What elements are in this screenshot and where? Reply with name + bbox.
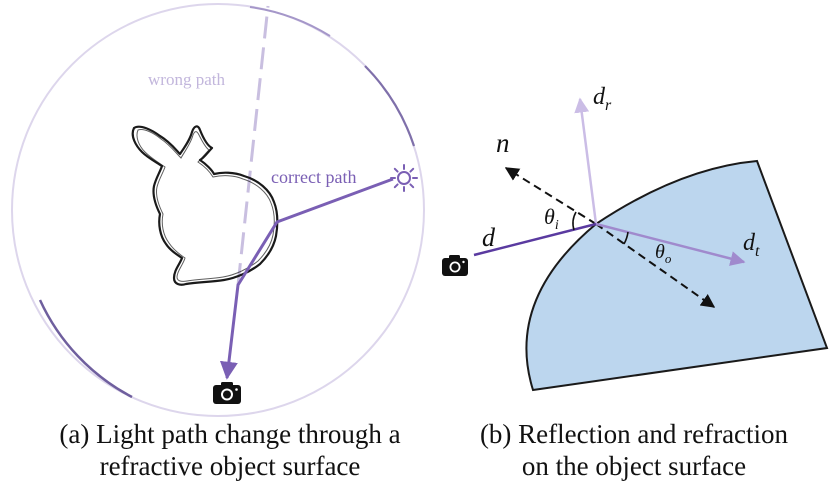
bunny-outline-icon bbox=[131, 125, 279, 286]
correct-path-line bbox=[219, 177, 394, 380]
environment-circle bbox=[11, 3, 425, 417]
environment-circle-dark-arc-left bbox=[38, 299, 133, 399]
incident-ray bbox=[473, 222, 597, 257]
theta-o-arc bbox=[623, 231, 629, 245]
panel-a: wrong path correct path bbox=[11, 3, 425, 417]
wrong-path-label: wrong path bbox=[148, 70, 225, 89]
refracted-label-base: d bbox=[743, 230, 756, 256]
normal-label: n bbox=[496, 128, 510, 158]
refractive-object bbox=[525, 159, 829, 392]
caption-b-line2: on the object surface bbox=[521, 451, 747, 481]
bunny-outline-inner bbox=[136, 129, 275, 282]
theta-o-sub: o bbox=[665, 251, 672, 266]
refracted-label: dt bbox=[743, 230, 760, 260]
camera-icon-b bbox=[442, 255, 468, 276]
panel-b: n dr d dt θi θo bbox=[442, 84, 829, 392]
normal-line-out bbox=[504, 167, 597, 225]
camera-icon bbox=[213, 382, 241, 404]
theta-o-label: θo bbox=[655, 241, 672, 266]
reflected-ray bbox=[574, 97, 598, 225]
caption-a: (a) Light path change through a refracti… bbox=[0, 418, 460, 482]
incident-label: d bbox=[482, 223, 496, 252]
theta-i-sub: i bbox=[555, 218, 559, 233]
wrong-path-line bbox=[236, 5, 270, 286]
correct-path-label: correct path bbox=[271, 167, 356, 187]
environment-circle-dark-arc-right bbox=[364, 65, 416, 147]
refracted-ray bbox=[595, 222, 746, 266]
normal-line-in bbox=[595, 223, 716, 308]
environment-circle-dark-arc-top bbox=[249, 6, 331, 37]
theta-i-label: θi bbox=[544, 204, 559, 233]
refracted-label-sub: t bbox=[755, 243, 760, 260]
reflected-label: dr bbox=[593, 84, 612, 114]
caption-b-line1: (b) Reflection and refraction bbox=[479, 419, 789, 449]
caption-a-line1: (a) Light path change through a bbox=[59, 419, 401, 449]
theta-i-arc bbox=[572, 211, 577, 231]
theta-i-base: θ bbox=[544, 204, 555, 229]
caption-b: (b) Reflection and refraction on the obj… bbox=[438, 418, 830, 482]
reflected-label-base: d bbox=[593, 84, 606, 110]
caption-a-line2: refractive object surface bbox=[99, 451, 361, 481]
reflected-label-sub: r bbox=[605, 97, 612, 114]
sun-icon bbox=[390, 164, 418, 192]
theta-o-base: θ bbox=[655, 241, 665, 263]
